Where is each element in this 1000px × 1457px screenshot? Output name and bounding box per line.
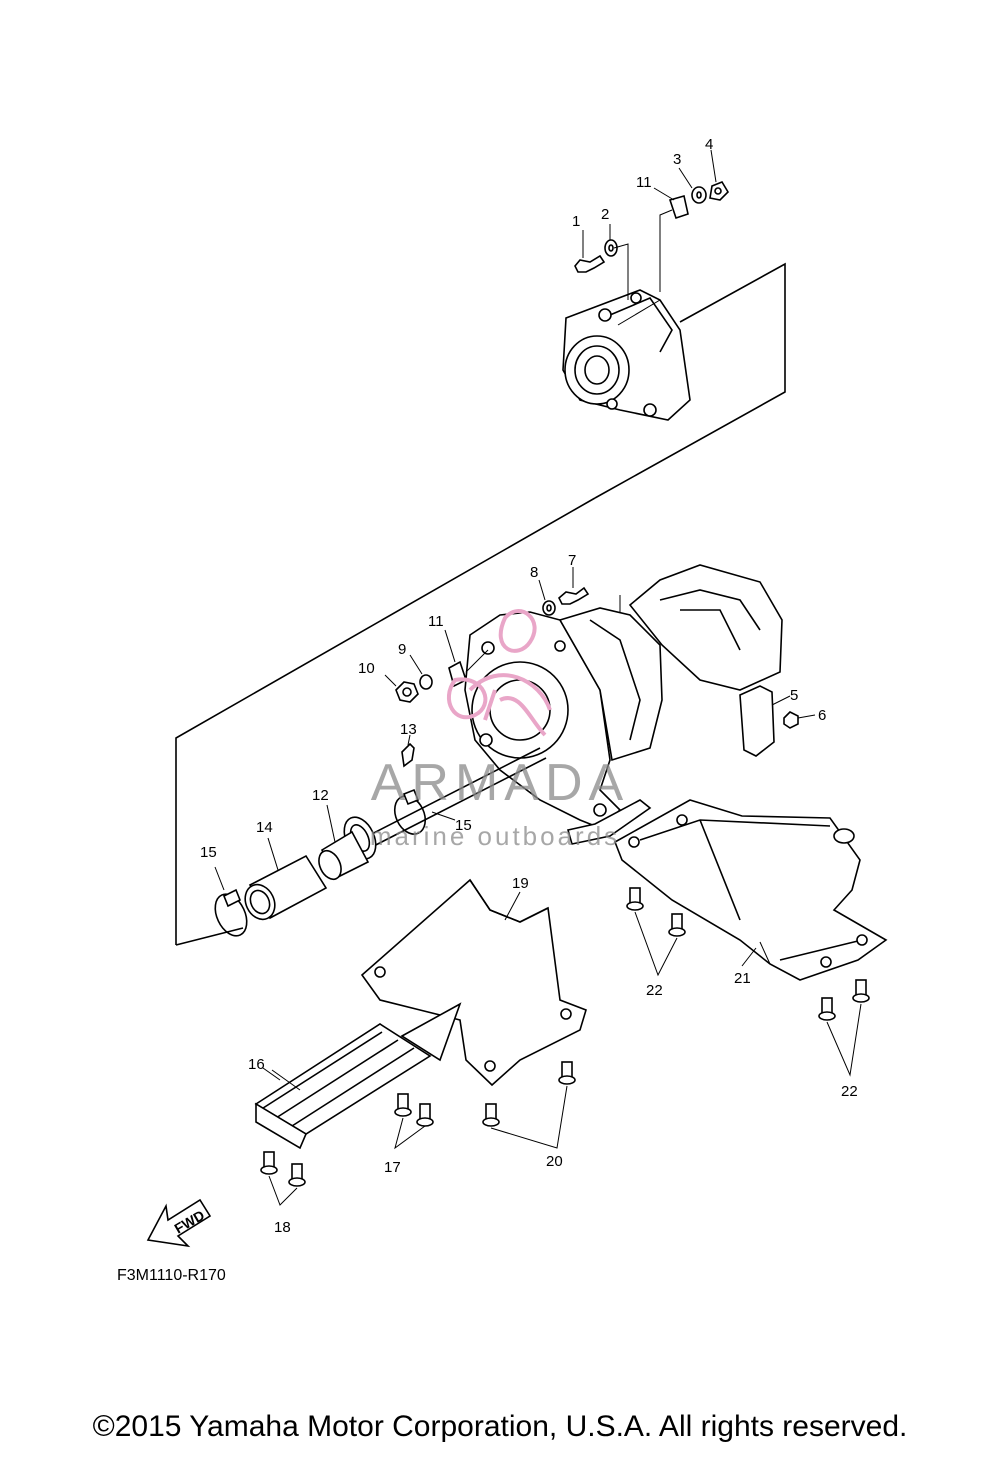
callout-9: 9 — [398, 641, 406, 658]
bolt-22b — [668, 913, 686, 937]
callout-15-left: 15 — [200, 844, 217, 861]
forward-arrow-icon: FWD — [146, 1198, 212, 1248]
callout-7: 7 — [568, 552, 576, 569]
bolt-18b — [288, 1163, 306, 1187]
plate-21 — [614, 799, 888, 981]
watermark-logo — [447, 609, 552, 737]
watermark-subtitle: marine outboards — [370, 821, 620, 851]
shaft-assembly — [214, 734, 547, 937]
callout-20: 20 — [546, 1153, 563, 1170]
callout-11-mid: 11 — [428, 613, 444, 630]
callout-1: 1 — [572, 213, 580, 230]
bolt-clusters — [260, 887, 870, 1206]
callout-22-right: 22 — [841, 1083, 858, 1100]
callout-8: 8 — [530, 564, 538, 581]
bolt-20a — [482, 1103, 500, 1127]
bolt-22a — [626, 887, 644, 911]
callout-18: 18 — [274, 1219, 291, 1236]
callout-17: 17 — [384, 1159, 401, 1176]
bolt-22c — [818, 997, 836, 1021]
intake-grate-16 — [254, 1002, 462, 1150]
callout-5: 5 — [790, 687, 798, 704]
callout-11-top: 11 — [636, 174, 652, 191]
plate-and-screw-5-6 — [739, 685, 816, 757]
bolt-18a — [260, 1151, 278, 1175]
watermark-title: ARMADA — [371, 754, 629, 812]
side-fasteners-7-8 — [538, 567, 590, 616]
bolt-20b — [558, 1061, 576, 1085]
callout-2: 2 — [601, 206, 609, 223]
callout-19: 19 — [512, 875, 529, 892]
callout-4: 4 — [705, 136, 713, 153]
part-callouts: 1 2 3 4 11 7 8 11 9 10 5 6 13 12 15 14 1… — [200, 136, 858, 1236]
ride-plate-19 — [360, 878, 587, 1087]
bolt-17a — [394, 1093, 412, 1117]
callout-15-right: 15 — [455, 817, 472, 834]
callout-16: 16 — [248, 1056, 265, 1073]
callout-22-left: 22 — [646, 982, 663, 999]
copyright-notice: ©2015 Yamaha Motor Corporation, U.S.A. A… — [92, 1410, 908, 1443]
callout-14: 14 — [256, 819, 273, 836]
callout-3: 3 — [673, 151, 681, 168]
callout-13: 13 — [400, 721, 417, 738]
callout-6: 6 — [818, 707, 826, 724]
callout-12: 12 — [312, 787, 329, 804]
callout-21: 21 — [734, 970, 751, 987]
upper-housing-part — [562, 289, 691, 421]
diagram-code: F3M1110-R170 — [117, 1267, 226, 1284]
bolt-22d — [852, 979, 870, 1003]
top-fasteners — [574, 149, 730, 300]
callout-10: 10 — [358, 660, 375, 677]
assembly-boundary-lines — [175, 262, 786, 946]
bolt-17b — [416, 1103, 434, 1127]
